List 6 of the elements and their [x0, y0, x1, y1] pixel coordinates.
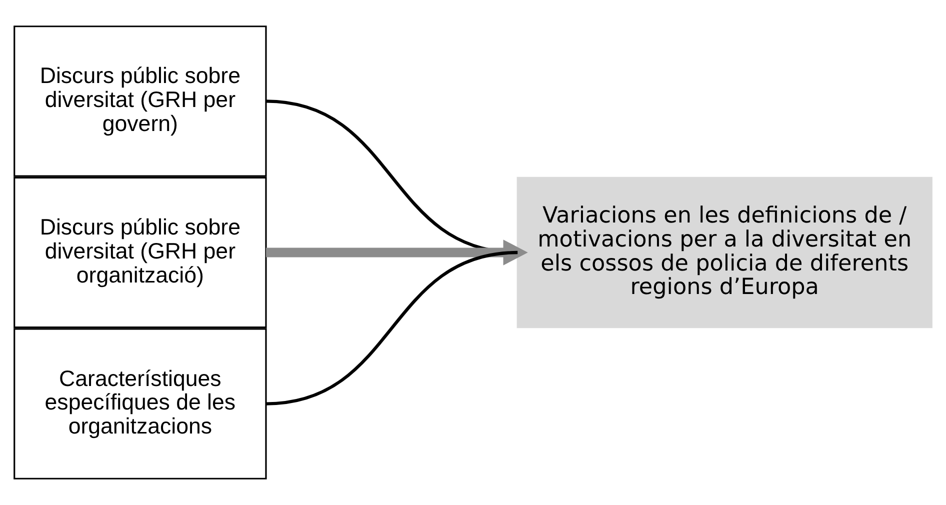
node-box: Discurs públic sobre diversitat (GRH per organització) — [14, 176, 267, 328]
node-box: Característiques específiques de les organitzacions — [14, 328, 267, 480]
node-box: Discurs públic sobre diversitat (GRH per govern) — [14, 26, 267, 177]
connector — [266, 250, 518, 406]
node-box: Variacions en les definicions de / motivacions per a la diversitat en els cossos de policia de diferents regions d’Europa — [516, 176, 932, 328]
arrow — [266, 240, 528, 266]
